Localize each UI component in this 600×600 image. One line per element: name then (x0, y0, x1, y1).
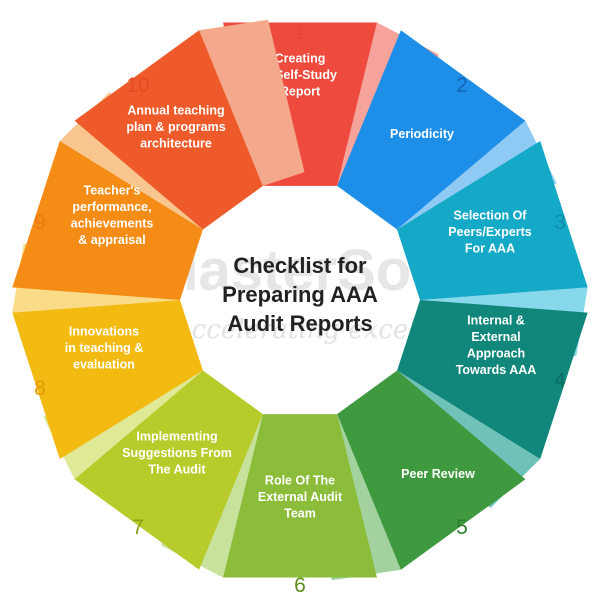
segment-10-label-line: Annual teaching (127, 104, 224, 118)
segment-10-label-line: plan & programs (126, 120, 225, 134)
segment-8-face (12, 300, 203, 459)
segment-6-face (223, 414, 377, 578)
segment-9-label-line: achievements (71, 216, 154, 230)
segment-8-label-line: evaluation (73, 358, 135, 372)
segment-4-label-line: Internal & (467, 313, 525, 327)
segment-4-label-line: Towards AAA (456, 363, 537, 377)
segment-9-label-line: Teacher's (84, 183, 141, 197)
center-title-line-3: Audit Reports (227, 311, 372, 336)
watermark-text: MasterSoft (150, 238, 450, 303)
segment-2-number: 2 (456, 74, 468, 97)
segment-8-label-line: in teaching & (65, 341, 143, 355)
segment-1-label-line: Report (280, 85, 321, 99)
segment-3-label-line: For AAA (465, 242, 515, 256)
segment-6-label-line: Team (284, 507, 316, 521)
segment-7-label-line: The Audit (148, 463, 206, 477)
segment-8-label-line: Innovations (69, 325, 139, 339)
segment-7-label-line: Suggestions From (122, 446, 232, 460)
segment-6-label-line: Role Of The (265, 474, 335, 488)
segment-10-flap (199, 19, 305, 186)
center-panel: Checklist for Preparing AAA Audit Report… (222, 253, 378, 336)
segment-9-label-line: performance, (72, 200, 151, 214)
segment-6-number: 6 (294, 574, 306, 597)
segment-2-label-line: Periodicity (390, 127, 454, 141)
segment-2-face (337, 30, 526, 230)
segment-4-label-line: Approach (467, 346, 525, 360)
segment-9-label-line: & appraisal (78, 233, 145, 247)
segment-6-label-line: External Audit (258, 490, 343, 504)
segment-7-number: 7 (132, 516, 144, 539)
segment-3-label-line: Peers/Experts (448, 225, 531, 239)
segment-1-number: 1 (294, 21, 306, 44)
segment-5-number: 5 (456, 516, 468, 539)
segment-4-number: 4 (554, 369, 566, 392)
segment-5-label-line: Peer Review (401, 467, 475, 481)
segment-1-label-line: Creating (275, 52, 326, 66)
segment-3-label-line: Selection Of (454, 209, 528, 223)
segment-4-label-line: External (471, 330, 520, 344)
segment-7-label-line: Implementing (136, 430, 217, 444)
segment-10-number: 10 (126, 74, 149, 97)
segment-10: Annual teaching plan & programs architectu… (74, 19, 305, 230)
segment-3-number: 3 (554, 211, 566, 234)
segment-4-face (397, 300, 588, 459)
segment-7-face (74, 370, 263, 570)
segment-9-number: 9 (34, 211, 46, 234)
segment-8-number: 8 (34, 377, 46, 400)
segment-9-face (12, 141, 203, 300)
center-title-line-1: Checklist for (233, 253, 367, 278)
segment-5-face (337, 370, 526, 570)
segment-10-face (74, 30, 263, 230)
segment-10-label-line: architecture (140, 137, 212, 151)
segment-3-face (397, 141, 588, 300)
center-title-line-2: Preparing AAA (222, 282, 378, 307)
